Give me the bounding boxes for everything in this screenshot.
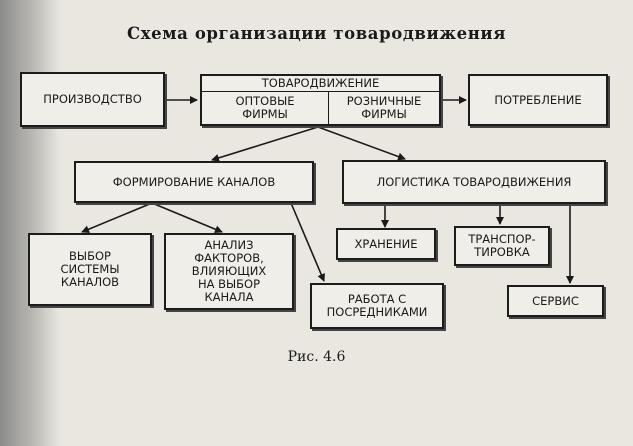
service-box: СЕРВИС — [507, 285, 604, 317]
arrow-distribution-to-channels — [211, 126, 319, 162]
channel-system-choice-box: ВЫБОР СИСТЕМЫ КАНАЛОВ — [28, 233, 152, 306]
arrow-channels-to-choice — [81, 202, 153, 234]
storage-box: ХРАНЕНИЕ — [336, 228, 436, 260]
transport-box: ТРАНСПОР- ТИРОВКА — [454, 226, 550, 266]
production-box: ПРОИЗВОДСТВО — [20, 72, 165, 127]
retail-firms-cell: РОЗНИЧНЫЕ ФИРМЫ — [346, 94, 422, 121]
distribution-box: ТОВАРОДВИЖЕНИЕ ОПТОВЫЕ ФИРМЫ РОЗНИЧНЫЕ Ф… — [200, 74, 441, 126]
wholesale-firms-cell: ОПТОВЫЕ ФИРМЫ — [202, 92, 329, 124]
channel-formation-box: ФОРМИРОВАНИЕ КАНАЛОВ — [74, 161, 314, 203]
distribution-header: ТОВАРОДВИЖЕНИЕ — [202, 76, 439, 92]
arrow-distribution-to-logistics — [317, 126, 406, 161]
factor-analysis-box: АНАЛИЗ ФАКТОРОВ, ВЛИЯЮЩИХ НА ВЫБОР КАНАЛ… — [164, 233, 294, 310]
logistics-box: ЛОГИСТИКА ТОВАРОДВИЖЕНИЯ — [342, 160, 606, 204]
intermediaries-box: РАБОТА С ПОСРЕДНИКАМИ — [310, 283, 444, 329]
arrow-channels-to-intermediaries — [290, 202, 325, 282]
diagram-title: Схема организации товародвижения — [126, 24, 507, 43]
figure-caption: Рис. 4.6 — [287, 349, 346, 365]
arrow-channels-to-analysis — [151, 202, 223, 234]
consumption-box: ПОТРЕБЛЕНИЕ — [468, 74, 608, 126]
